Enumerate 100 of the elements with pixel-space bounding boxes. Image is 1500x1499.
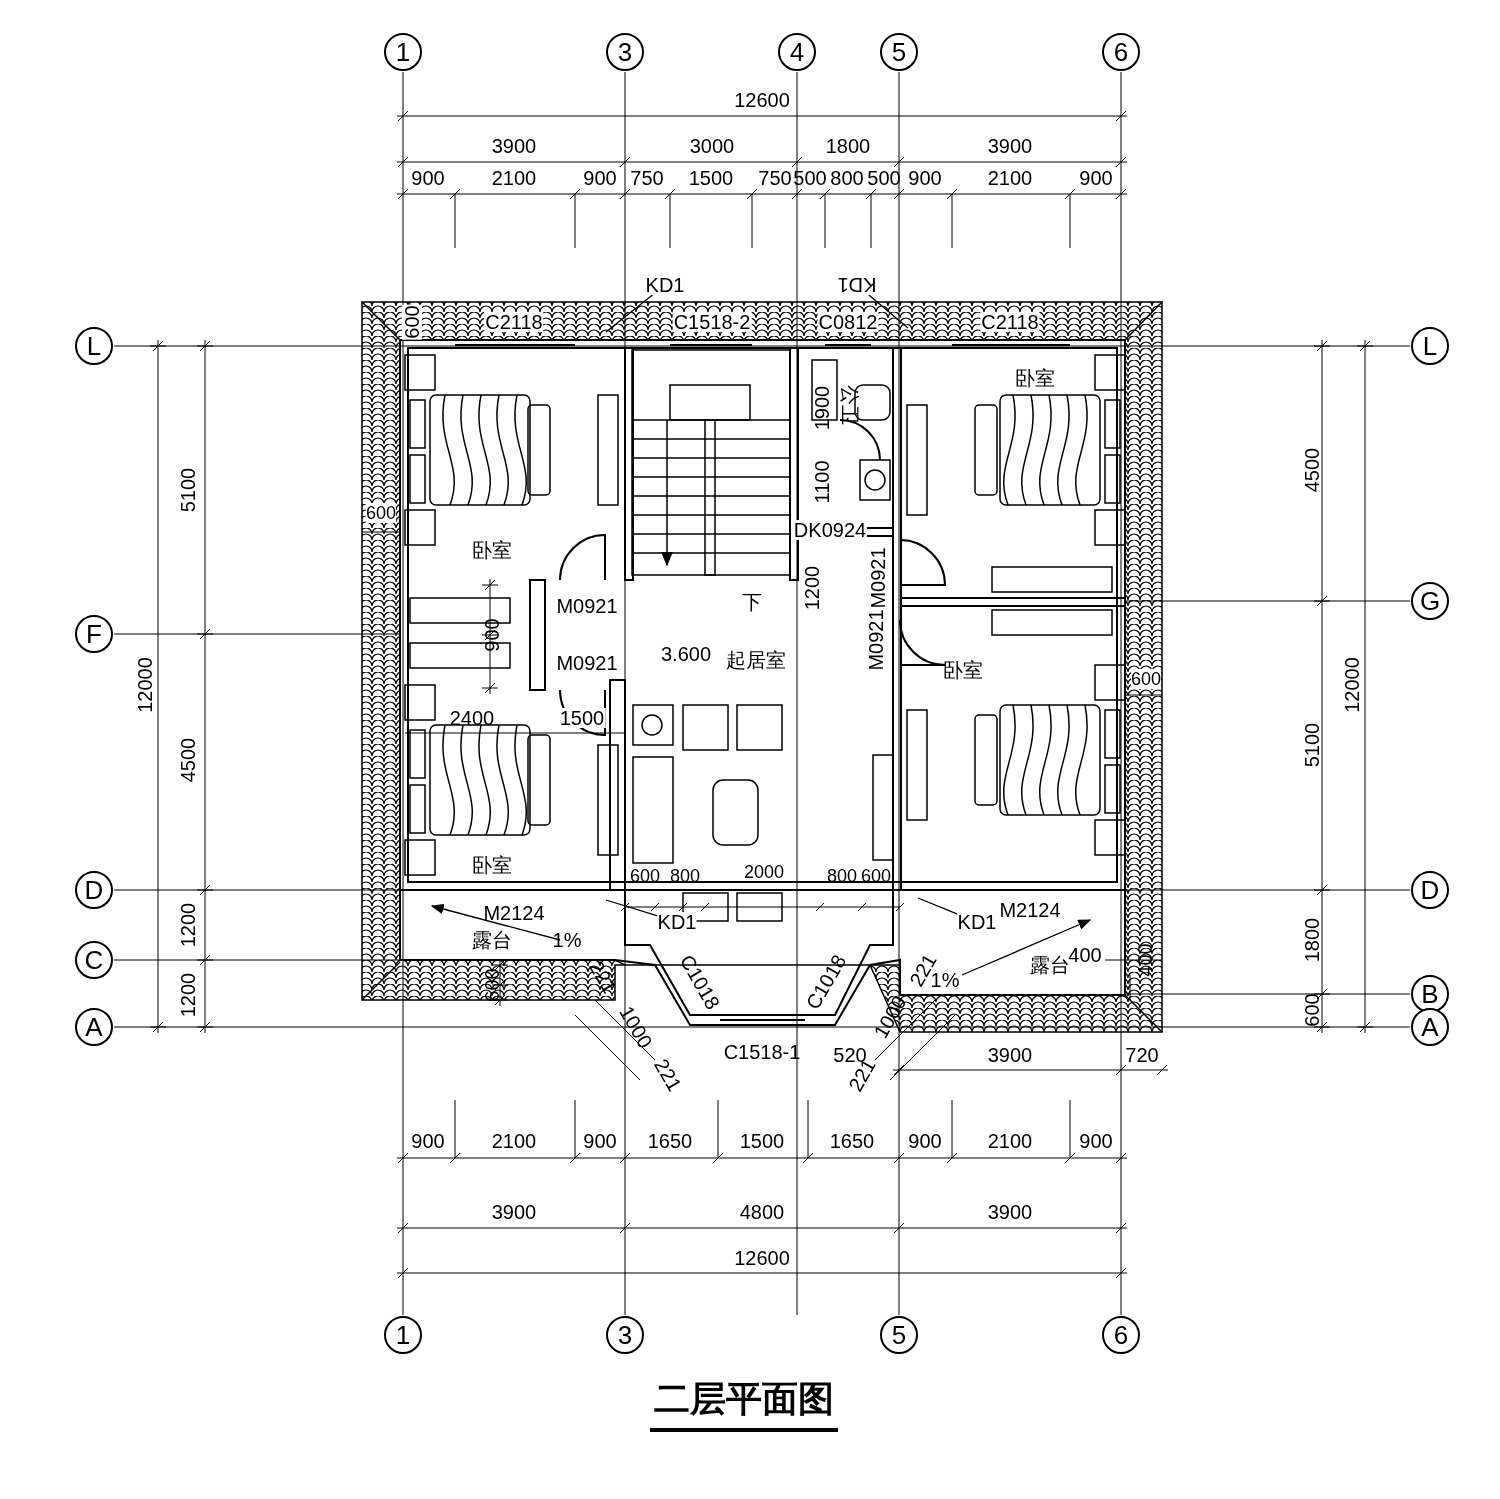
plan-label: 750	[757, 168, 793, 188]
plan-label: 2100	[986, 168, 1034, 188]
plan-label: 3.600	[659, 644, 713, 664]
plan-label: 900	[482, 617, 502, 653]
plan-label: 900	[582, 1131, 618, 1151]
plan-label: 600	[402, 304, 422, 340]
plan-label: 1500	[687, 168, 735, 188]
plan-label: 900	[907, 1131, 943, 1151]
plan-label: 2000	[743, 862, 785, 882]
plan-label: 2100	[490, 168, 538, 188]
plan-label: 1200	[802, 564, 822, 612]
callout-label: KD1	[957, 912, 997, 932]
plan-label: 起居室	[725, 650, 787, 670]
plan-label: 1900	[812, 384, 832, 432]
plan-label: C2118	[980, 312, 1040, 332]
axis-bubble: D	[1411, 871, 1449, 909]
callout-label: KD1	[657, 912, 697, 932]
leader-line	[868, 294, 909, 329]
plan-label: C0812	[817, 312, 879, 332]
plan-label: 3900	[986, 1045, 1034, 1065]
plan-label: 卧室	[942, 660, 984, 680]
plan-label: 1650	[828, 1131, 876, 1151]
plan-label: 3900	[986, 136, 1034, 156]
plan-label: 卧室	[1014, 368, 1056, 388]
plan-label: 下	[741, 592, 763, 612]
plan-label: 2100	[490, 1131, 538, 1151]
axis-bubble: 1	[384, 1316, 422, 1354]
plan-label: C2118	[484, 312, 544, 332]
plan-label: 卧室	[471, 855, 513, 875]
plan-label: 221	[650, 1054, 686, 1096]
axis-bubble: 5	[880, 33, 918, 71]
plan-label: 露台	[471, 930, 513, 950]
plan-label: 1200	[178, 971, 198, 1019]
plan-label: M0921	[555, 653, 619, 673]
plan-label: 1200	[178, 901, 198, 949]
plan-label: 1500	[558, 708, 606, 728]
plan-label: 1650	[646, 1131, 694, 1151]
axis-bubble: L	[75, 327, 113, 365]
plan-label: 1800	[824, 136, 872, 156]
plan-label: 800	[829, 168, 865, 188]
plan-label: 600	[1302, 992, 1322, 1028]
axis-bubble: G	[1411, 582, 1449, 620]
plan-label: 900	[907, 168, 943, 188]
plan-label: 400	[1068, 945, 1103, 965]
axis-bubble: A	[1411, 1008, 1449, 1046]
plan-label: 4500	[1302, 446, 1322, 494]
plan-label: M0921	[868, 546, 888, 610]
callout-label: KD1	[837, 275, 877, 295]
plan-label: 1%	[551, 930, 583, 950]
plan-label: 2100	[986, 1131, 1034, 1151]
plan-label: 750	[629, 168, 665, 188]
plan-label: 900	[1078, 168, 1114, 188]
plan-label: 600	[366, 503, 396, 523]
plan-label: 900	[410, 168, 446, 188]
leader-line	[605, 899, 659, 917]
plan-label: 900	[410, 1131, 446, 1151]
plan-label: 1100	[812, 459, 832, 505]
plan-label: 2400	[448, 708, 496, 728]
leader-line	[605, 294, 654, 333]
axis-bubble: 4	[778, 33, 816, 71]
plan-label: C1518-1	[722, 1042, 802, 1062]
axis-bubble: 3	[606, 33, 644, 71]
plan-label: M2124	[998, 900, 1062, 920]
axis-bubble: D	[75, 871, 113, 909]
plan-label: 12600	[733, 90, 791, 110]
plan-label: 12000	[135, 656, 155, 714]
plan-label: 600	[1131, 669, 1161, 689]
plan-label: 12600	[733, 1248, 791, 1268]
axis-bubble: 1	[384, 33, 422, 71]
plan-label: 3900	[986, 1202, 1034, 1222]
plan-label: 5100	[178, 466, 198, 514]
plan-label: 4500	[178, 736, 198, 784]
plan-label: 221	[585, 956, 621, 998]
plan-label: 3900	[490, 1202, 538, 1222]
plan-label: 3900	[490, 136, 538, 156]
plan-label: 卧室	[471, 540, 513, 560]
axis-bubble: L	[1411, 327, 1449, 365]
axis-bubble: 5	[880, 1316, 918, 1354]
plan-label: C1518-2	[672, 312, 752, 332]
plan-label: M2124	[482, 903, 546, 923]
plan-label: 500	[792, 168, 828, 188]
plan-label: 3000	[688, 136, 736, 156]
drawing-title: 二层平面图	[650, 1375, 838, 1432]
axis-bubble: 6	[1102, 1316, 1140, 1354]
plan-label: M0921	[555, 596, 619, 616]
plan-label: 900	[1078, 1131, 1114, 1151]
leader-line	[917, 897, 959, 915]
axis-bubble: A	[75, 1008, 113, 1046]
axis-bubble: F	[75, 615, 113, 653]
plan-label: 500	[866, 168, 902, 188]
plan-label: 1800	[1302, 916, 1322, 964]
plan-label: 720	[1124, 1045, 1160, 1065]
plan-label: 4800	[738, 1202, 786, 1222]
plan-label: 12000	[1342, 656, 1362, 714]
callout-label: KD1	[645, 275, 685, 295]
plan-label: 1500	[738, 1131, 786, 1151]
plan-label: 900	[582, 168, 618, 188]
plan-label: DK0924	[792, 520, 868, 540]
axis-bubble: 6	[1102, 33, 1140, 71]
plan-label: 5100	[1302, 721, 1322, 769]
